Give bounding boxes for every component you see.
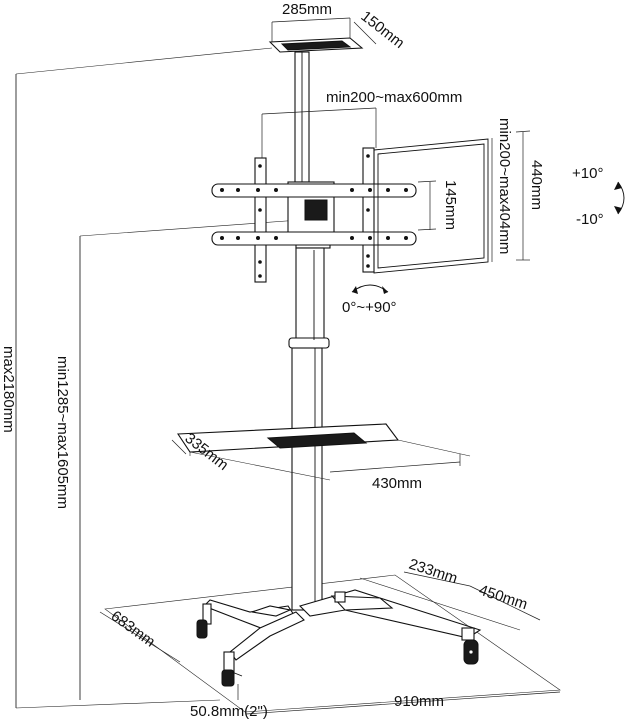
label-base-foot-width: 233mm xyxy=(407,556,460,588)
label-caster-size: 50.8mm(2") xyxy=(190,703,268,720)
label-tilt-down: -10° xyxy=(576,211,604,228)
caster-right-rear xyxy=(334,591,346,603)
label-vesa-vertical: min200~max404mm xyxy=(496,118,513,254)
label-base-side-depth: 450mm xyxy=(477,582,530,614)
label-center-height: min1285~max1605mm xyxy=(54,356,71,509)
tv-stand xyxy=(177,37,489,687)
top-camera-shelf xyxy=(268,37,364,53)
label-tilt-up: +10° xyxy=(572,165,603,182)
caster-left-front xyxy=(196,603,212,639)
label-top-plate-depth: 150mm xyxy=(358,8,408,52)
caster-right-front xyxy=(461,627,479,665)
label-overall-height: max2180mm xyxy=(0,346,17,433)
tv-outline xyxy=(373,138,489,274)
base-legs xyxy=(196,589,482,687)
tilt-arrow xyxy=(614,181,625,215)
vesa-horizontal-arms xyxy=(211,154,417,278)
label-shelf-width: 430mm xyxy=(372,475,422,492)
label-bracket-height: 440mm xyxy=(528,160,545,210)
label-top-plate-width: 285mm xyxy=(282,1,332,18)
label-vesa-horizontal: min200~max600mm xyxy=(326,89,462,106)
rotation-arrow xyxy=(351,284,389,294)
label-rotation: 0°~+90° xyxy=(342,299,397,316)
dimension-lines xyxy=(15,17,561,715)
middle-shelf xyxy=(177,423,471,481)
label-bracket-spacing: 145mm xyxy=(442,180,459,230)
label-base-width: 910mm xyxy=(394,693,444,710)
caster-left-rear xyxy=(221,651,243,687)
label-base-depth: 683mm xyxy=(108,607,158,650)
